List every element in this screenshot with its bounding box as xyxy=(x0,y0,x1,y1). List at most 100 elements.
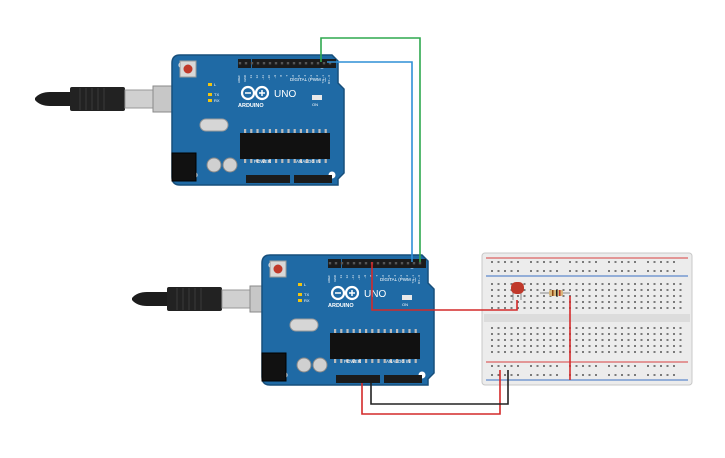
breadboard-hole[interactable] xyxy=(627,289,630,291)
breadboard-hole[interactable] xyxy=(621,270,623,272)
breadboard-hole[interactable] xyxy=(621,365,623,367)
breadboard-hole[interactable] xyxy=(575,365,578,367)
breadboard-hole[interactable] xyxy=(510,307,513,309)
breadboard-hole[interactable] xyxy=(673,333,675,335)
breadboard-hole[interactable] xyxy=(640,289,643,291)
breadboard-hole[interactable] xyxy=(536,289,539,291)
breadboard-hole[interactable] xyxy=(575,283,578,285)
breadboard-hole[interactable] xyxy=(666,283,669,285)
breadboard-hole[interactable] xyxy=(634,374,636,376)
breadboard-hole[interactable] xyxy=(497,374,500,376)
breadboard-hole[interactable] xyxy=(497,295,500,297)
breadboard-hole[interactable] xyxy=(588,283,591,285)
breadboard-hole[interactable] xyxy=(549,333,552,335)
breadboard-hole[interactable] xyxy=(660,345,662,347)
breadboard-hole[interactable] xyxy=(634,295,636,297)
breadboard-hole[interactable] xyxy=(634,283,636,285)
breadboard-hole[interactable] xyxy=(595,339,597,341)
breadboard-hole[interactable] xyxy=(530,374,532,376)
breadboard-hole[interactable] xyxy=(608,295,610,297)
breadboard-hole[interactable] xyxy=(536,345,539,347)
breadboard-hole[interactable] xyxy=(608,270,610,272)
breadboard-hole[interactable] xyxy=(614,289,617,291)
breadboard-hole[interactable] xyxy=(491,301,493,303)
breadboard-hole[interactable] xyxy=(614,301,617,303)
breadboard-hole[interactable] xyxy=(582,283,584,285)
header-pin-hole[interactable] xyxy=(340,262,344,265)
breadboard-hole[interactable] xyxy=(536,307,539,309)
breadboard-hole[interactable] xyxy=(588,365,591,367)
breadboard-hole[interactable] xyxy=(549,301,552,303)
breadboard-hole[interactable] xyxy=(575,374,578,376)
breadboard-hole[interactable] xyxy=(614,345,617,347)
breadboard-hole[interactable] xyxy=(653,289,656,291)
breadboard-hole[interactable] xyxy=(491,283,493,285)
breadboard-hole[interactable] xyxy=(653,374,656,376)
header-pin-hole[interactable] xyxy=(274,62,278,65)
breadboard-hole[interactable] xyxy=(621,289,623,291)
breadboard-hole[interactable] xyxy=(510,339,513,341)
header-pin-hole[interactable] xyxy=(268,62,272,65)
breadboard-hole[interactable] xyxy=(549,261,552,263)
breadboard-hole[interactable] xyxy=(543,339,545,341)
breadboard-hole[interactable] xyxy=(556,301,558,303)
breadboard-hole[interactable] xyxy=(517,270,519,272)
breadboard-hole[interactable] xyxy=(653,365,656,367)
breadboard-hole[interactable] xyxy=(679,345,682,347)
breadboard-hole[interactable] xyxy=(497,270,500,272)
breadboard-hole[interactable] xyxy=(504,374,506,376)
breadboard-hole[interactable] xyxy=(543,301,545,303)
breadboard-hole[interactable] xyxy=(588,301,591,303)
breadboard-hole[interactable] xyxy=(497,261,500,263)
breadboard-hole[interactable] xyxy=(679,327,682,329)
breadboard-hole[interactable] xyxy=(510,365,513,367)
breadboard-hole[interactable] xyxy=(621,345,623,347)
breadboard-hole[interactable] xyxy=(510,283,513,285)
breadboard-hole[interactable] xyxy=(588,327,591,329)
breadboard-hole[interactable] xyxy=(530,261,532,263)
breadboard-hole[interactable] xyxy=(504,295,506,297)
header-pin-hole[interactable] xyxy=(304,62,308,65)
breadboard-hole[interactable] xyxy=(608,327,610,329)
breadboard-hole[interactable] xyxy=(575,339,578,341)
breadboard-hole[interactable] xyxy=(660,351,662,353)
breadboard-hole[interactable] xyxy=(679,307,682,309)
breadboard-hole[interactable] xyxy=(536,283,539,285)
breadboard-hole[interactable] xyxy=(517,351,519,353)
breadboard-hole[interactable] xyxy=(673,339,675,341)
breadboard-hole[interactable] xyxy=(660,339,662,341)
header-pin-hole[interactable] xyxy=(334,262,338,265)
usb-cable-bottom[interactable] xyxy=(132,285,279,313)
breadboard-hole[interactable] xyxy=(660,283,662,285)
breadboard-hole[interactable] xyxy=(627,345,630,347)
breadboard-hole[interactable] xyxy=(536,301,539,303)
breadboard-hole[interactable] xyxy=(536,261,539,263)
breadboard-hole[interactable] xyxy=(562,295,565,297)
breadboard-hole[interactable] xyxy=(640,333,643,335)
breadboard-hole[interactable] xyxy=(504,307,506,309)
breadboard-hole[interactable] xyxy=(621,333,623,335)
breadboard-hole[interactable] xyxy=(582,270,584,272)
breadboard-hole[interactable] xyxy=(543,351,545,353)
wire-red-power[interactable] xyxy=(361,370,501,415)
breadboard-hole[interactable] xyxy=(614,333,617,335)
breadboard-hole[interactable] xyxy=(504,351,506,353)
breadboard-hole[interactable] xyxy=(608,333,610,335)
breadboard-hole[interactable] xyxy=(582,261,584,263)
breadboard-hole[interactable] xyxy=(582,333,584,335)
breadboard-hole[interactable] xyxy=(543,333,545,335)
breadboard-hole[interactable] xyxy=(523,307,526,309)
breadboard-hole[interactable] xyxy=(504,283,506,285)
breadboard-hole[interactable] xyxy=(588,374,591,376)
breadboard-hole[interactable] xyxy=(582,301,584,303)
header-pin-hole[interactable] xyxy=(256,62,260,65)
breadboard-hole[interactable] xyxy=(614,374,617,376)
breadboard-hole[interactable] xyxy=(543,270,545,272)
breadboard-hole[interactable] xyxy=(549,351,552,353)
breadboard-hole[interactable] xyxy=(614,365,617,367)
breadboard-hole[interactable] xyxy=(582,374,584,376)
breadboard-hole[interactable] xyxy=(679,339,682,341)
header-pin-hole[interactable] xyxy=(250,62,254,65)
header-pin-hole[interactable] xyxy=(394,262,398,265)
breadboard-hole[interactable] xyxy=(497,339,500,341)
